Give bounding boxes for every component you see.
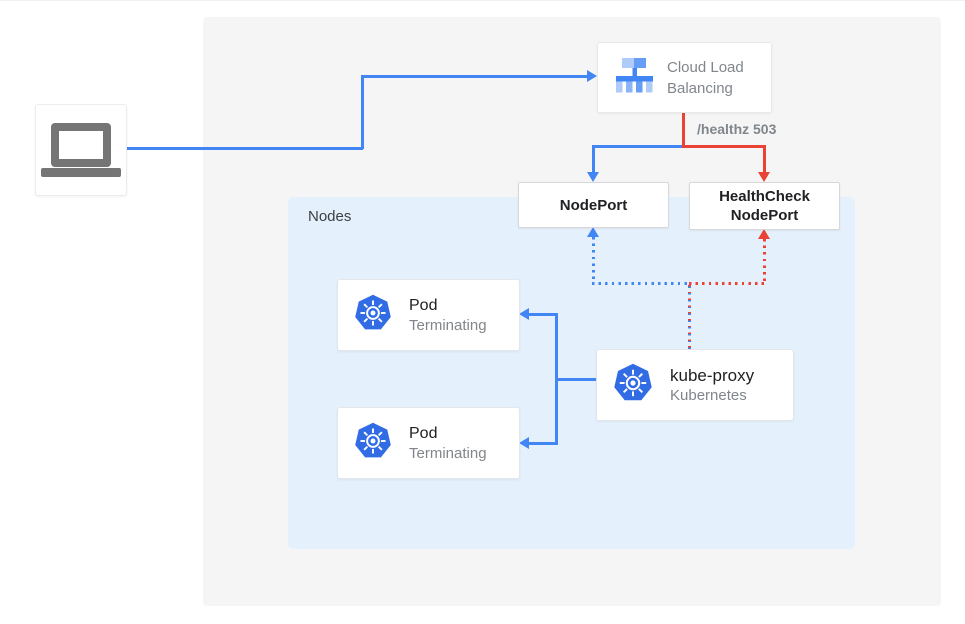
arrowhead-into-pod2 [519,437,529,449]
pod2-node: Pod Terminating [337,407,520,479]
cloud-load-balancing-label: Cloud Load Balancing [667,58,744,97]
edge-client-to-lb-v [361,76,364,149]
edge-junction-left-blue [592,145,685,148]
kube-proxy-title: kube-proxy [670,365,755,385]
client-node [35,104,127,196]
edge-down-to-healthcheck [763,145,766,172]
edge-into-pod1 [529,313,558,316]
edge-junction-right-red [682,145,766,148]
edge-client-to-lb-h2 [361,75,587,78]
laptop-icon [41,123,121,177]
kube-proxy-subtitle: Kubernetes [670,386,747,404]
nodeport-node: NodePort [518,182,669,228]
arrowhead-into-healthcheck-nodeport [758,172,770,182]
arrowhead-dotted-into-healthcheck [758,229,770,239]
arrowhead-into-nodeport [587,172,599,182]
pod2-status: Terminating [409,444,487,462]
kube-proxy-node: kube-proxy Kubernetes [596,349,794,421]
nodeport-label: NodePort [559,196,628,214]
healthcheck-label-line1: HealthCheck [719,188,810,205]
kubernetes-icon [613,363,653,408]
pod1-title: Pod [409,296,438,314]
healthz-503-label: /healthz 503 [697,121,777,137]
edge-dotted-left-blue [592,282,689,285]
pod2-title: Pod [409,424,438,442]
arrowhead-into-load-balancer [587,70,597,82]
edge-kubeproxy-up-dotted [688,285,691,349]
edge-dotted-up-to-nodeport [592,237,595,283]
healthcheck-label-line2: NodePort [730,207,799,224]
edge-lb-down-red [682,111,685,145]
kubernetes-icon [354,294,392,337]
edge-dotted-up-to-healthcheck [763,239,766,283]
pod1-status: Terminating [409,316,487,334]
arrowhead-dotted-into-nodeport [587,227,599,237]
edge-down-to-nodeport [592,145,595,172]
load-balancer-icon [615,57,655,98]
edge-kubeproxy-left [556,378,596,381]
edge-into-pod2 [529,442,558,445]
cloud-load-balancing-node: Cloud Load Balancing [597,42,772,113]
healthcheck-nodeport-node: HealthCheck NodePort [689,182,840,230]
arrowhead-into-pod1 [519,308,529,320]
kubernetes-icon [354,422,392,465]
edge-pods-vertical [555,313,558,445]
edge-dotted-right-red [689,282,766,285]
pod1-node: Pod Terminating [337,279,520,351]
edge-client-to-lb-h [125,147,363,150]
nodes-group-label: Nodes [308,208,352,225]
